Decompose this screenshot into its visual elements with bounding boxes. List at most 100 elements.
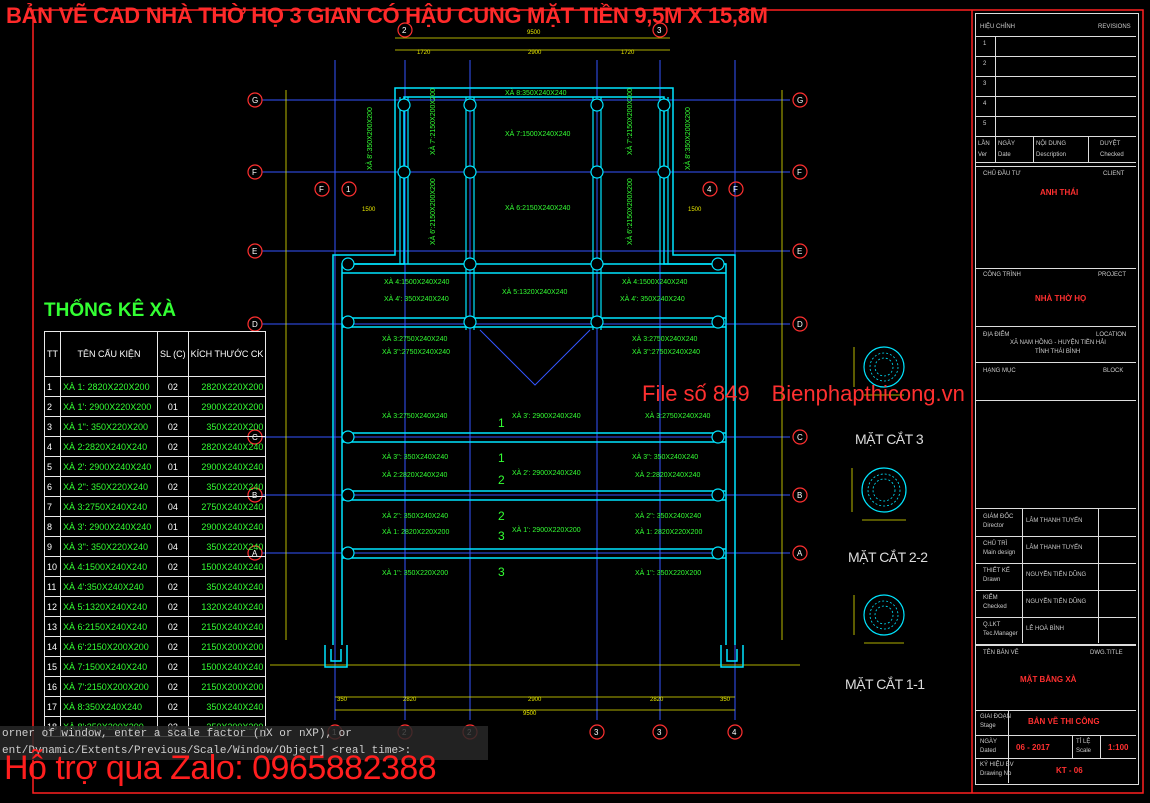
axis-bubble-left-E-text: E [252,247,257,256]
titleblock-rule [976,644,1136,645]
item-label-en: BLOCK [1103,368,1124,374]
label-x1-left: XÀ 1: 2820X220X200 [382,527,449,536]
schedule-cell: XÀ 2': 2900X240X240 [60,456,158,477]
schedule-cell: 02 [157,556,189,577]
section-1-label: MẶT CẮT 1-1 [845,676,925,692]
schedule-cell: 14 [44,636,61,657]
column-circle [711,257,725,271]
titleblock-rule [976,536,1136,537]
scale-value: 1:100 [1108,743,1129,752]
titleblock-rule [1100,735,1101,758]
section-column-outline [861,467,907,513]
label-x1-right: XÀ 1: 2820X220X200 [635,527,702,536]
column-base [324,645,348,668]
label-x4p-right: XÀ 4': 350X240X240 [620,294,685,303]
schedule-cell: XÀ 1: 2820X220X200 [60,376,158,397]
column-circle [463,315,477,329]
rev-row-number: 5 [983,121,987,127]
rev-row-number: 1 [983,41,987,47]
command-line[interactable]: orner of window, enter a scale factor (n… [0,726,488,760]
column-circle [590,165,604,179]
titleblock-rule [1022,508,1023,643]
dim-top-mid-label: 2900 [528,50,542,56]
schedule-cell: XÀ 4:1500X240X240 [60,556,158,577]
rev-row-number: 4 [983,101,987,107]
column-circle [657,98,671,112]
check-label-en: Checked [983,604,1007,610]
client-name: ANH THÁI [1040,188,1079,197]
schedule-cell: 1320X240X240 [187,596,267,617]
schedule-cell: 6 [44,476,61,497]
titleblock-rule [976,508,1136,509]
rev-col-label: NỘI DUNG [1036,141,1066,147]
date-label-en: Dated [980,748,997,754]
dim-side-right-label: 2820 [650,697,664,703]
label-x7p-right: XÀ 7':2150X200X200 [625,88,634,155]
label-x3ppb-right: XÀ 3'': 350X240X240 [632,452,698,461]
column-circle [590,98,604,112]
scale-label: TỈ LỆ [1076,739,1091,745]
check-label: KIỂM [983,595,998,601]
axis-bubble-right-E-text: E [797,247,802,256]
axis-bubble-inner-F-text: F [319,185,324,194]
axis-bubble-bottom-3-text: 3 [594,728,599,737]
schedule-cell: 02 [157,696,189,717]
rev-col-label-en: Description [1036,152,1067,158]
schedule-cell: XÀ 1'': 350X220X200 [60,416,158,437]
location-line1: XÃ NAM HỒNG - HUYỆN TIỀN HẢI [1010,340,1106,346]
rev-col-label-en: Checked [1100,152,1124,158]
rev-col-label: DUYỆT [1100,141,1121,147]
section-column-outline [863,346,905,388]
column-circle [341,546,355,560]
schedule-cell: 1500X240X240 [187,656,267,677]
rev-col-label-en: Ver [978,152,988,158]
schedule-cell: 02 [157,656,189,677]
beam-outline-outer [332,87,736,645]
dim-top-b-label: 1720 [621,50,635,56]
label-x2-left: XÀ 2:2820X240X240 [382,470,447,479]
schedule-cell: 10 [44,556,61,577]
schedule-cell: XÀ 5:1320X240X240 [60,596,158,617]
column-circle [463,98,477,112]
section-mark: 2 [498,473,505,487]
titleblock-rule [976,758,1136,759]
axis-bubble-right-D-text: D [797,320,803,329]
label-x8p-right: XÀ 8':350X200X200 [683,107,692,170]
axis-bubble-inner-4-text: 4 [707,185,712,194]
label-x1pp-left: XÀ 1'': 350X220X200 [382,568,448,577]
schedule-cell: 350X240X240 [187,696,267,717]
axis-bubble-top-3 [652,22,668,38]
schedule-cell: 02 [157,596,189,617]
axis-bubble-right-A [792,545,808,561]
axis-bubble-inner-1-text: 1 [346,185,351,194]
axis-bubble-left-D-text: D [252,320,258,329]
drawing-label: TÊN BẢN VẼ [983,650,1019,656]
dwgno-label-en: Drawing No [980,771,1012,777]
schedule-cell: 02 [157,576,189,597]
location-line2: TỈNH THÁI BÌNH [1035,349,1081,355]
schedule-cell: XÀ 2'': 350X220X240 [60,476,158,497]
axis-bubble-right-B [792,487,808,503]
label-x4p-left: XÀ 4': 350X240X240 [384,294,449,303]
client-label: CHỦ ĐẦU TƯ [983,171,1021,177]
label-x6p-left: XÀ 6':2150X200X200 [428,178,437,245]
design-label-en: Drawn [983,577,1001,583]
design-label: THIẾT KẾ [983,568,1010,574]
manager-label: CHỦ TRÌ [983,541,1008,547]
drawing-frame [32,9,1144,794]
axis-bubble-bottom-4 [727,724,743,740]
column-circle [341,430,355,444]
stage-label-en: Stage [980,723,996,729]
axis-bubble-right-A-text: A [797,549,803,558]
location-label-en: LOCATION [1096,332,1127,338]
schedule-cell: 02 [157,676,189,697]
label-x2pp-left: XÀ 2'': 350X240X240 [382,511,448,520]
